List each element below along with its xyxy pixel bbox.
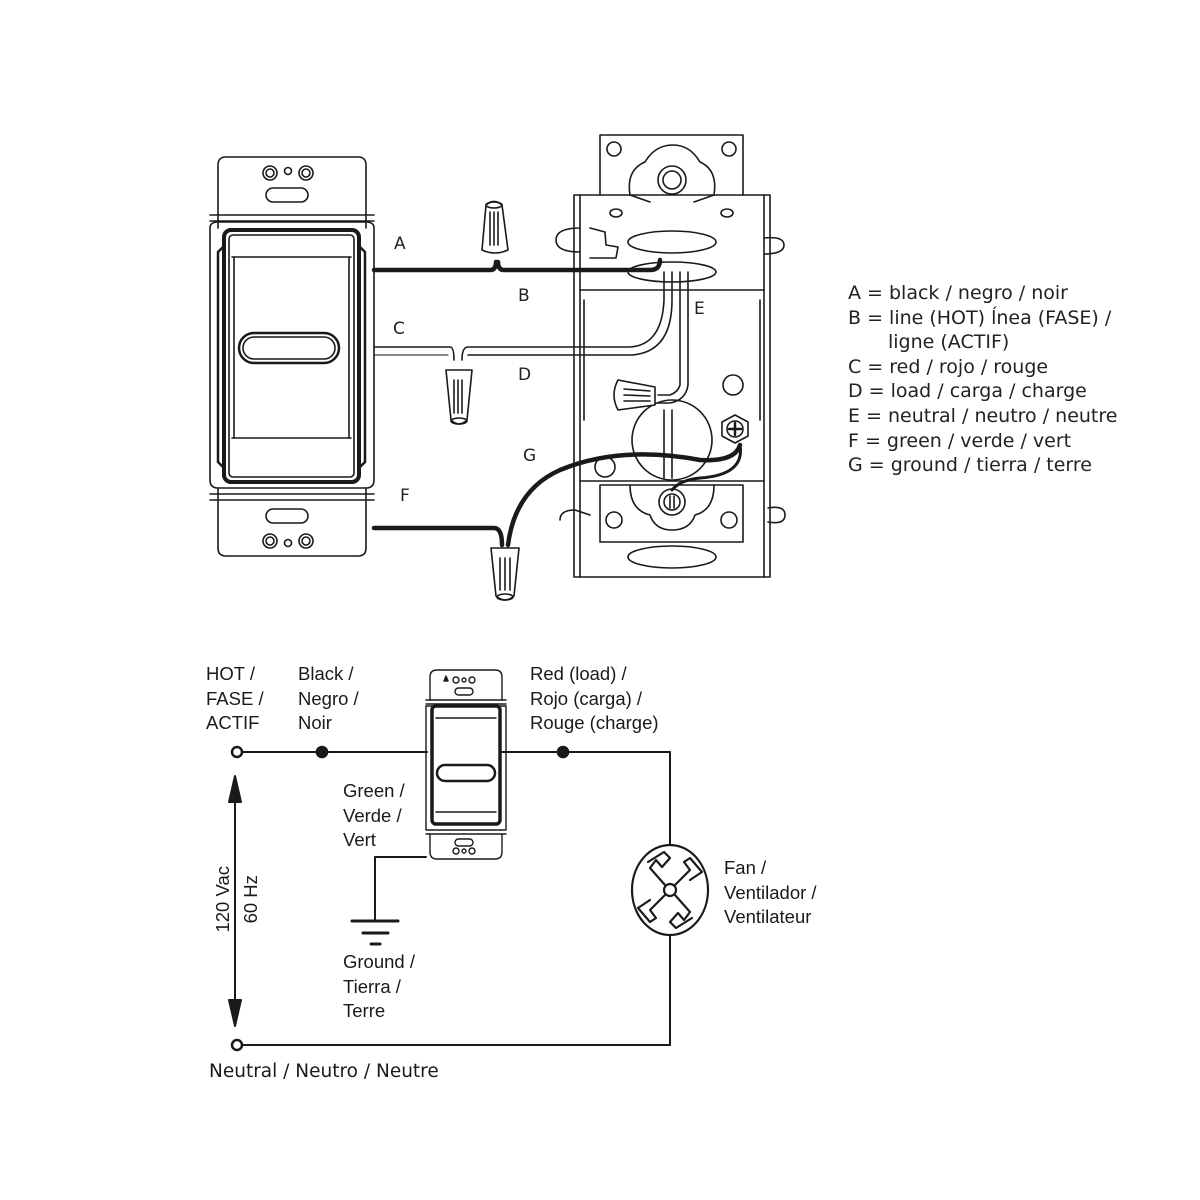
voltage-label: 120 Vac — [211, 866, 233, 933]
schematic-hot-wire — [242, 751, 671, 846]
green-wire-label: Green / Verde / Vert — [343, 780, 405, 850]
legend-item-g: G = ground / tierra / terre — [848, 454, 1092, 477]
frequency-label: 60 Hz — [239, 875, 261, 924]
hot-terminal — [230, 745, 244, 759]
schematic-switch — [425, 669, 507, 860]
legend-item-f: F = green / verde / vert — [848, 429, 1072, 452]
wire-label-c: C — [393, 319, 405, 339]
black-wire-label: Black / Negro / Noir — [298, 663, 359, 733]
legend-item-b-cont: ligne (ACTIF) — [888, 331, 1010, 354]
wire-nut-box — [613, 379, 656, 411]
wire-label-d: D — [518, 365, 532, 385]
legend-item-b: B = line (HOT) ĺnea (FASE) / — [848, 306, 1112, 329]
wire-e-neutral — [657, 271, 689, 479]
legend-item-e: E = neutral / neutro / neutre — [848, 404, 1118, 427]
legend-item-a: A = black / negro / noir — [848, 282, 1068, 304]
schematic-ground-wire — [350, 856, 427, 946]
wire-label-g: G — [523, 446, 537, 466]
wire-label-b: B — [518, 286, 530, 306]
ground-label: Ground / Tierra / Terre — [343, 951, 415, 1021]
wire-label-f: F — [400, 486, 410, 506]
wire-legend: A = black / negro / noir B = line (HOT) … — [848, 281, 1117, 478]
electrical-box — [555, 134, 786, 578]
fan-label: Fan / Ventilador / Ventilateur — [724, 857, 817, 927]
legend-item-c: C = red / rojo / rouge — [848, 355, 1049, 378]
red-wire-label: Red (load) / Rojo (carga) / Rouge (charg… — [530, 663, 659, 733]
wire-c-d-red — [373, 271, 673, 361]
legend-item-d: D = load / carga / charge — [848, 380, 1087, 403]
neutral-label: Neutral / Neutro / Neutre — [209, 1061, 439, 1082]
wire-nut-bottom — [490, 547, 520, 601]
wire-nut-middle — [445, 369, 473, 425]
red-wire-splice — [556, 745, 570, 759]
wire-a-b-black — [371, 257, 663, 273]
wire-nut-top — [481, 200, 509, 254]
switch-device — [209, 156, 375, 557]
black-wire-splice — [315, 745, 329, 759]
wire-label-a: A — [394, 234, 406, 254]
wire-f-g-ground — [371, 442, 743, 548]
neutral-terminal — [230, 1038, 244, 1052]
wire-label-e: E — [694, 299, 705, 319]
fan-icon — [630, 843, 710, 937]
voltage-arrow — [228, 775, 242, 1027]
hot-label: HOT / FASE / ACTIF — [206, 663, 264, 733]
schematic-neutral-wire — [242, 934, 671, 1046]
